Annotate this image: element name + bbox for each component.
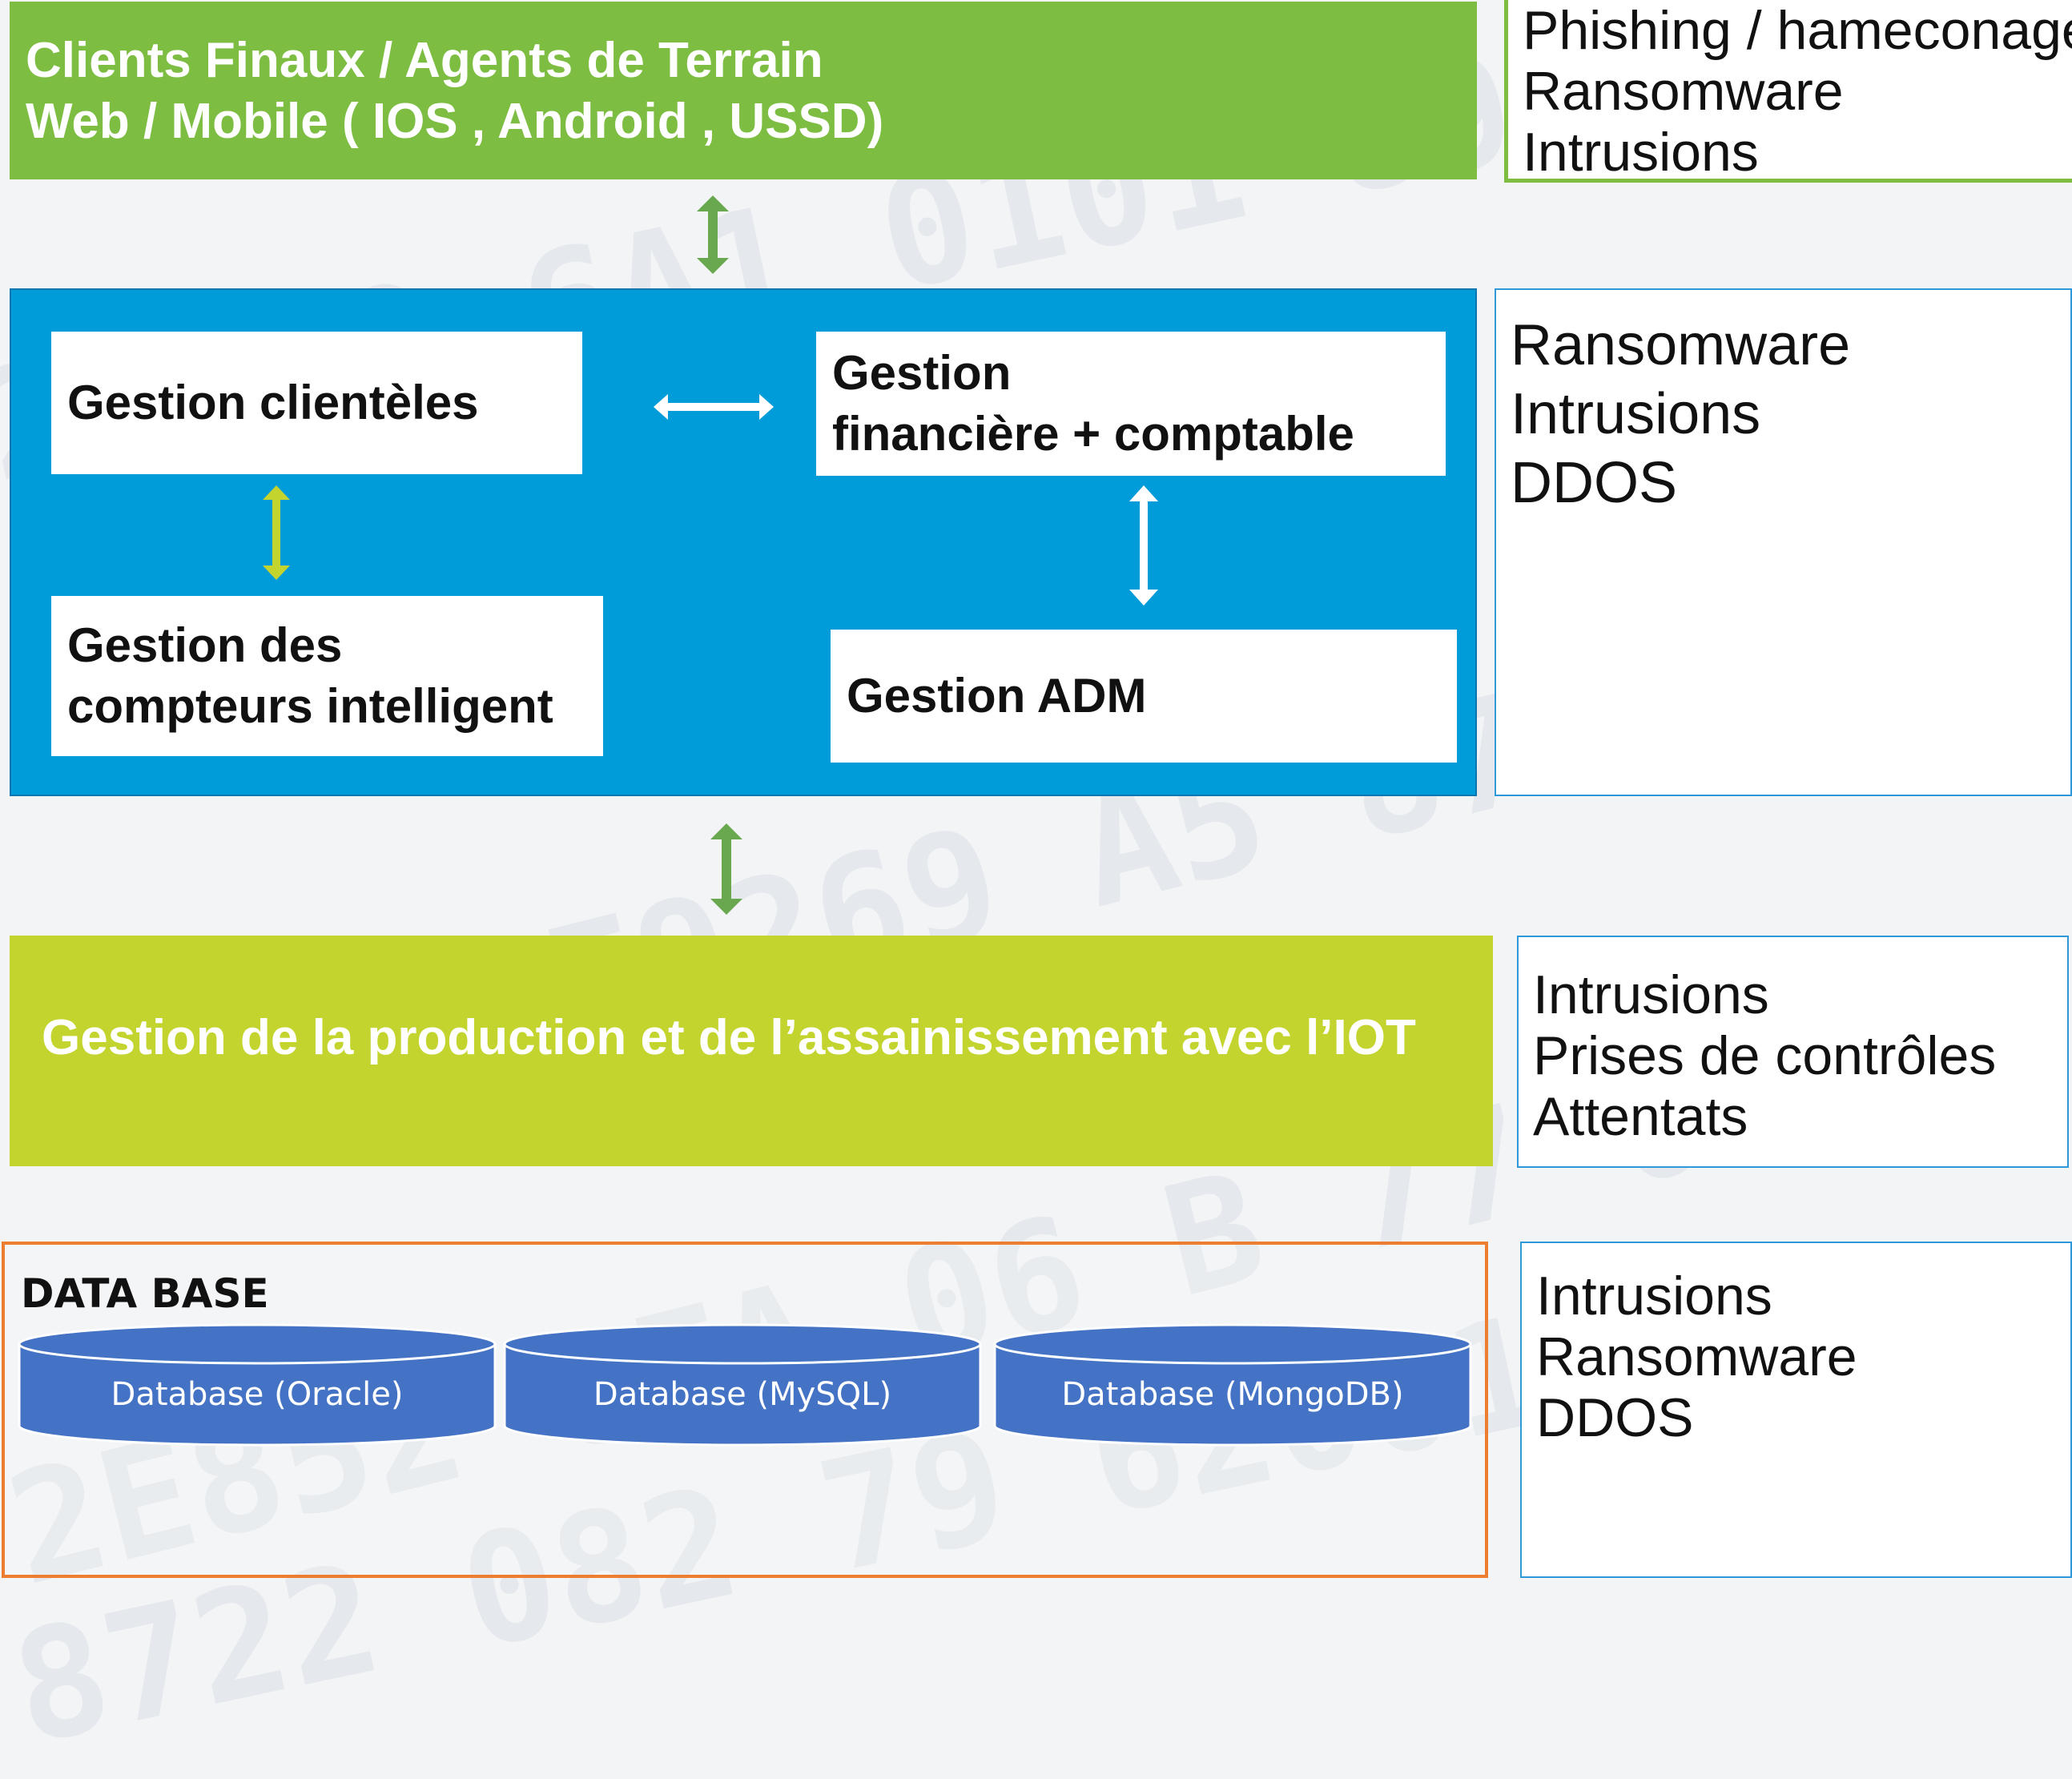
- threat-item: DDOS: [1511, 451, 1678, 515]
- horizontal-arrow: [654, 394, 774, 420]
- top-banner-line2: Web / Mobile ( IOS , Android , USSD): [26, 94, 884, 149]
- box-gestion-financiere-line1: Gestion: [832, 346, 1012, 400]
- box-gestion-clienteles-label: Gestion clientèles: [67, 376, 479, 429]
- threats-production-box: Intrusions Prises de contrôles Attentats: [1517, 936, 2069, 1168]
- box-gestion-compteurs-line1: Gestion des: [67, 618, 343, 672]
- threats-blue-box: Ransomware Intrusions DDOS: [1495, 288, 2072, 796]
- threat-item: Intrusions: [1511, 382, 1761, 446]
- database-mysql-cylinder: Database (MySQL): [503, 1323, 982, 1447]
- threat-item: Ransomware: [1536, 1326, 1857, 1387]
- vertical-arrow: [710, 823, 742, 915]
- database-oracle-label: Database (Oracle): [111, 1376, 404, 1413]
- threat-item: Prises de contrôles: [1533, 1025, 1997, 1086]
- threat-item: Ransomware: [1511, 313, 1851, 377]
- box-gestion-financiere: Gestion financière + comptable: [816, 332, 1446, 476]
- database-mongodb-cylinder: Database (MongoDB): [993, 1323, 1472, 1447]
- database-mongodb-label: Database (MongoDB): [1061, 1376, 1404, 1413]
- box-gestion-clienteles: Gestion clientèles: [51, 332, 582, 474]
- database-oracle-cylinder: Database (Oracle): [18, 1323, 497, 1447]
- vertical-arrow: [263, 485, 290, 580]
- database-title: DATA BASE: [21, 1270, 269, 1317]
- top-banner: Clients Finaux / Agents de Terrain Web /…: [10, 2, 1477, 179]
- threat-item: Ransomware: [1523, 61, 1844, 122]
- production-banner-label: Gestion de la production et de l’assaini…: [42, 1009, 1416, 1065]
- production-banner: Gestion de la production et de l’assaini…: [10, 936, 1493, 1166]
- box-gestion-compteurs-line2: compteurs intelligent: [67, 679, 553, 733]
- threat-item: DDOS: [1536, 1387, 1694, 1448]
- box-gestion-compteurs: Gestion des compteurs intelligent: [51, 596, 603, 756]
- threat-item: Intrusions: [1536, 1266, 1772, 1326]
- threat-item: Attentats: [1533, 1086, 1748, 1147]
- threat-item: Phishing / hameconage: [1523, 0, 2072, 61]
- box-gestion-adm-label: Gestion ADM: [847, 669, 1147, 722]
- vertical-arrow: [1129, 485, 1158, 606]
- top-banner-line1: Clients Finaux / Agents de Terrain: [26, 33, 823, 88]
- threat-item: Intrusions: [1523, 122, 1759, 183]
- vertical-arrow: [697, 195, 729, 274]
- box-gestion-adm: Gestion ADM: [831, 630, 1457, 763]
- database-mysql-label: Database (MySQL): [593, 1376, 892, 1413]
- threat-item: Intrusions: [1533, 964, 1769, 1025]
- box-gestion-financiere-line2: financière + comptable: [832, 407, 1354, 461]
- threats-database-box: Intrusions Ransomware DDOS: [1520, 1242, 2072, 1578]
- threats-top-box: Phishing / hameconage Ransomware Intrusi…: [1504, 0, 2072, 183]
